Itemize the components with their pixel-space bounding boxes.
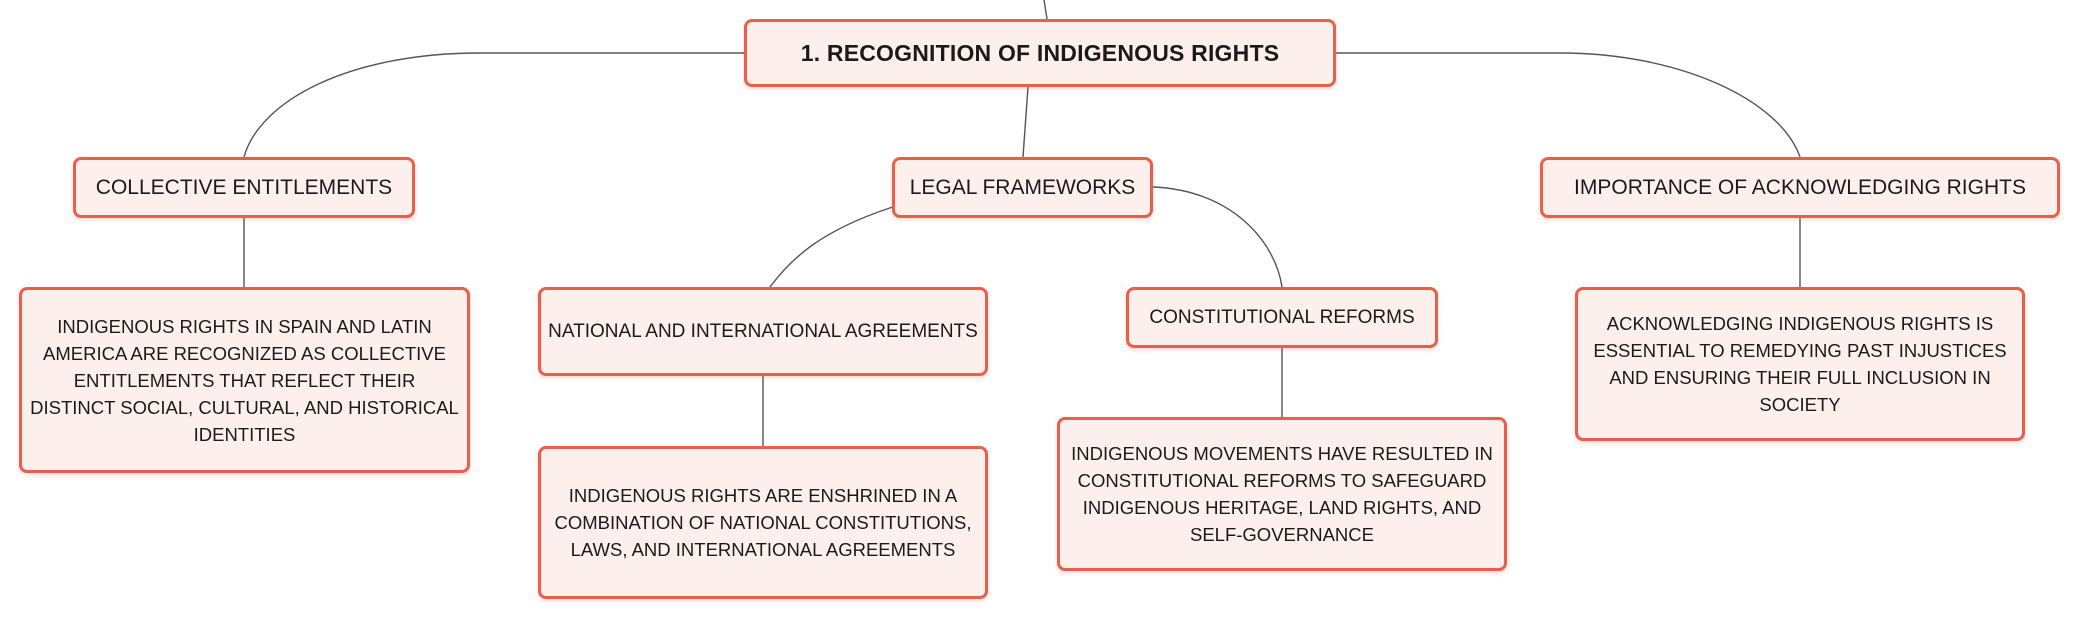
root-topic-label: 1. Recognition of Indigenous Rights [800, 39, 1280, 66]
connector-root-parent [1043, 0, 1048, 20]
connector-root-to-importance [1336, 52, 1801, 158]
topic-label: Legal Frameworks [909, 175, 1136, 199]
subtopic-national-international-agreements[interactable]: National and International Agreements [538, 287, 988, 376]
connector-root-to-collective [243, 52, 744, 158]
topic-label: Importance of Acknowledging Rights [1574, 175, 2026, 199]
subtopic-text: Indigenous movements have resulted in co… [1071, 443, 1493, 545]
subtopic-label: Constitutional Reforms [1149, 306, 1415, 328]
subtopic-reforms-description[interactable]: Indigenous movements have resulted in co… [1057, 417, 1507, 571]
subtopic-constitutional-reforms[interactable]: Constitutional Reforms [1126, 287, 1438, 348]
subtopic-collective-entitlements-description[interactable]: Indigenous rights in Spain and Latin Ame… [19, 287, 470, 473]
topic-collective-entitlements[interactable]: Collective Entitlements [73, 157, 415, 218]
connector-legal-to-agreements [769, 205, 897, 288]
subtopic-text: Indigenous rights are enshrined in a com… [554, 485, 972, 560]
connector-root-to-legal [1022, 86, 1029, 158]
subtopic-label: National and International Agreements [548, 320, 978, 342]
subtopic-importance-description[interactable]: Acknowledging Indigenous rights is essen… [1575, 287, 2025, 441]
subtopic-text: Acknowledging Indigenous rights is essen… [1593, 313, 2007, 415]
subtopic-text: Indigenous rights in Spain and Latin Ame… [30, 315, 459, 445]
connector-legal-to-reforms [1152, 186, 1283, 288]
subtopic-agreements-description[interactable]: Indigenous rights are enshrined in a com… [538, 446, 988, 599]
topic-importance-of-acknowledging-rights[interactable]: Importance of Acknowledging Rights [1540, 157, 2060, 218]
topic-label: Collective Entitlements [95, 175, 393, 199]
root-topic-node[interactable]: 1. Recognition of Indigenous Rights [744, 19, 1336, 87]
topic-legal-frameworks[interactable]: Legal Frameworks [892, 157, 1153, 218]
